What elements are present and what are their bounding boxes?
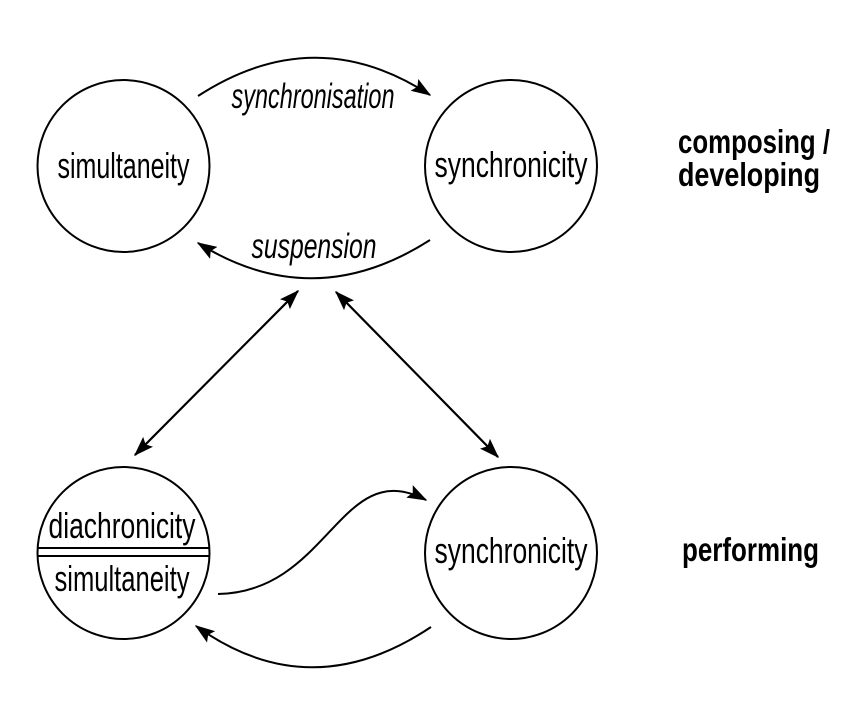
section-label-developing: developing [678,156,820,193]
node-circle-bottom-right-synchronicity [424,466,598,640]
section-label-composing: composing / [678,123,830,160]
node-circle-top-right-synchronicity [424,79,598,253]
bottom-return-arrow [194,625,432,669]
node-circle-bottom-left-split [36,466,211,640]
node-circle-top-left-simultaneity [36,79,211,253]
section-label-performing: performing [682,531,819,568]
edge-label-synchronisation: synchronisation [232,77,395,116]
edge-label-suspension: suspension [252,227,377,266]
node-label-top-left: simultaneity [58,145,190,186]
synchronisation-arrow [197,56,432,97]
suspension-arrow [196,239,431,280]
node-label-bottom-right: synchronicity [435,530,588,571]
link-arrow-left-up [134,290,299,456]
node-label-bottom-left-top-half: diachronicity [49,505,196,546]
node-label-bottom-left-bottom-half: simultaneity [55,558,190,599]
node-label-top-right: synchronicity [435,144,588,185]
link-arrow-right-up [335,291,499,458]
bottom-forward-arrow [217,485,428,595]
